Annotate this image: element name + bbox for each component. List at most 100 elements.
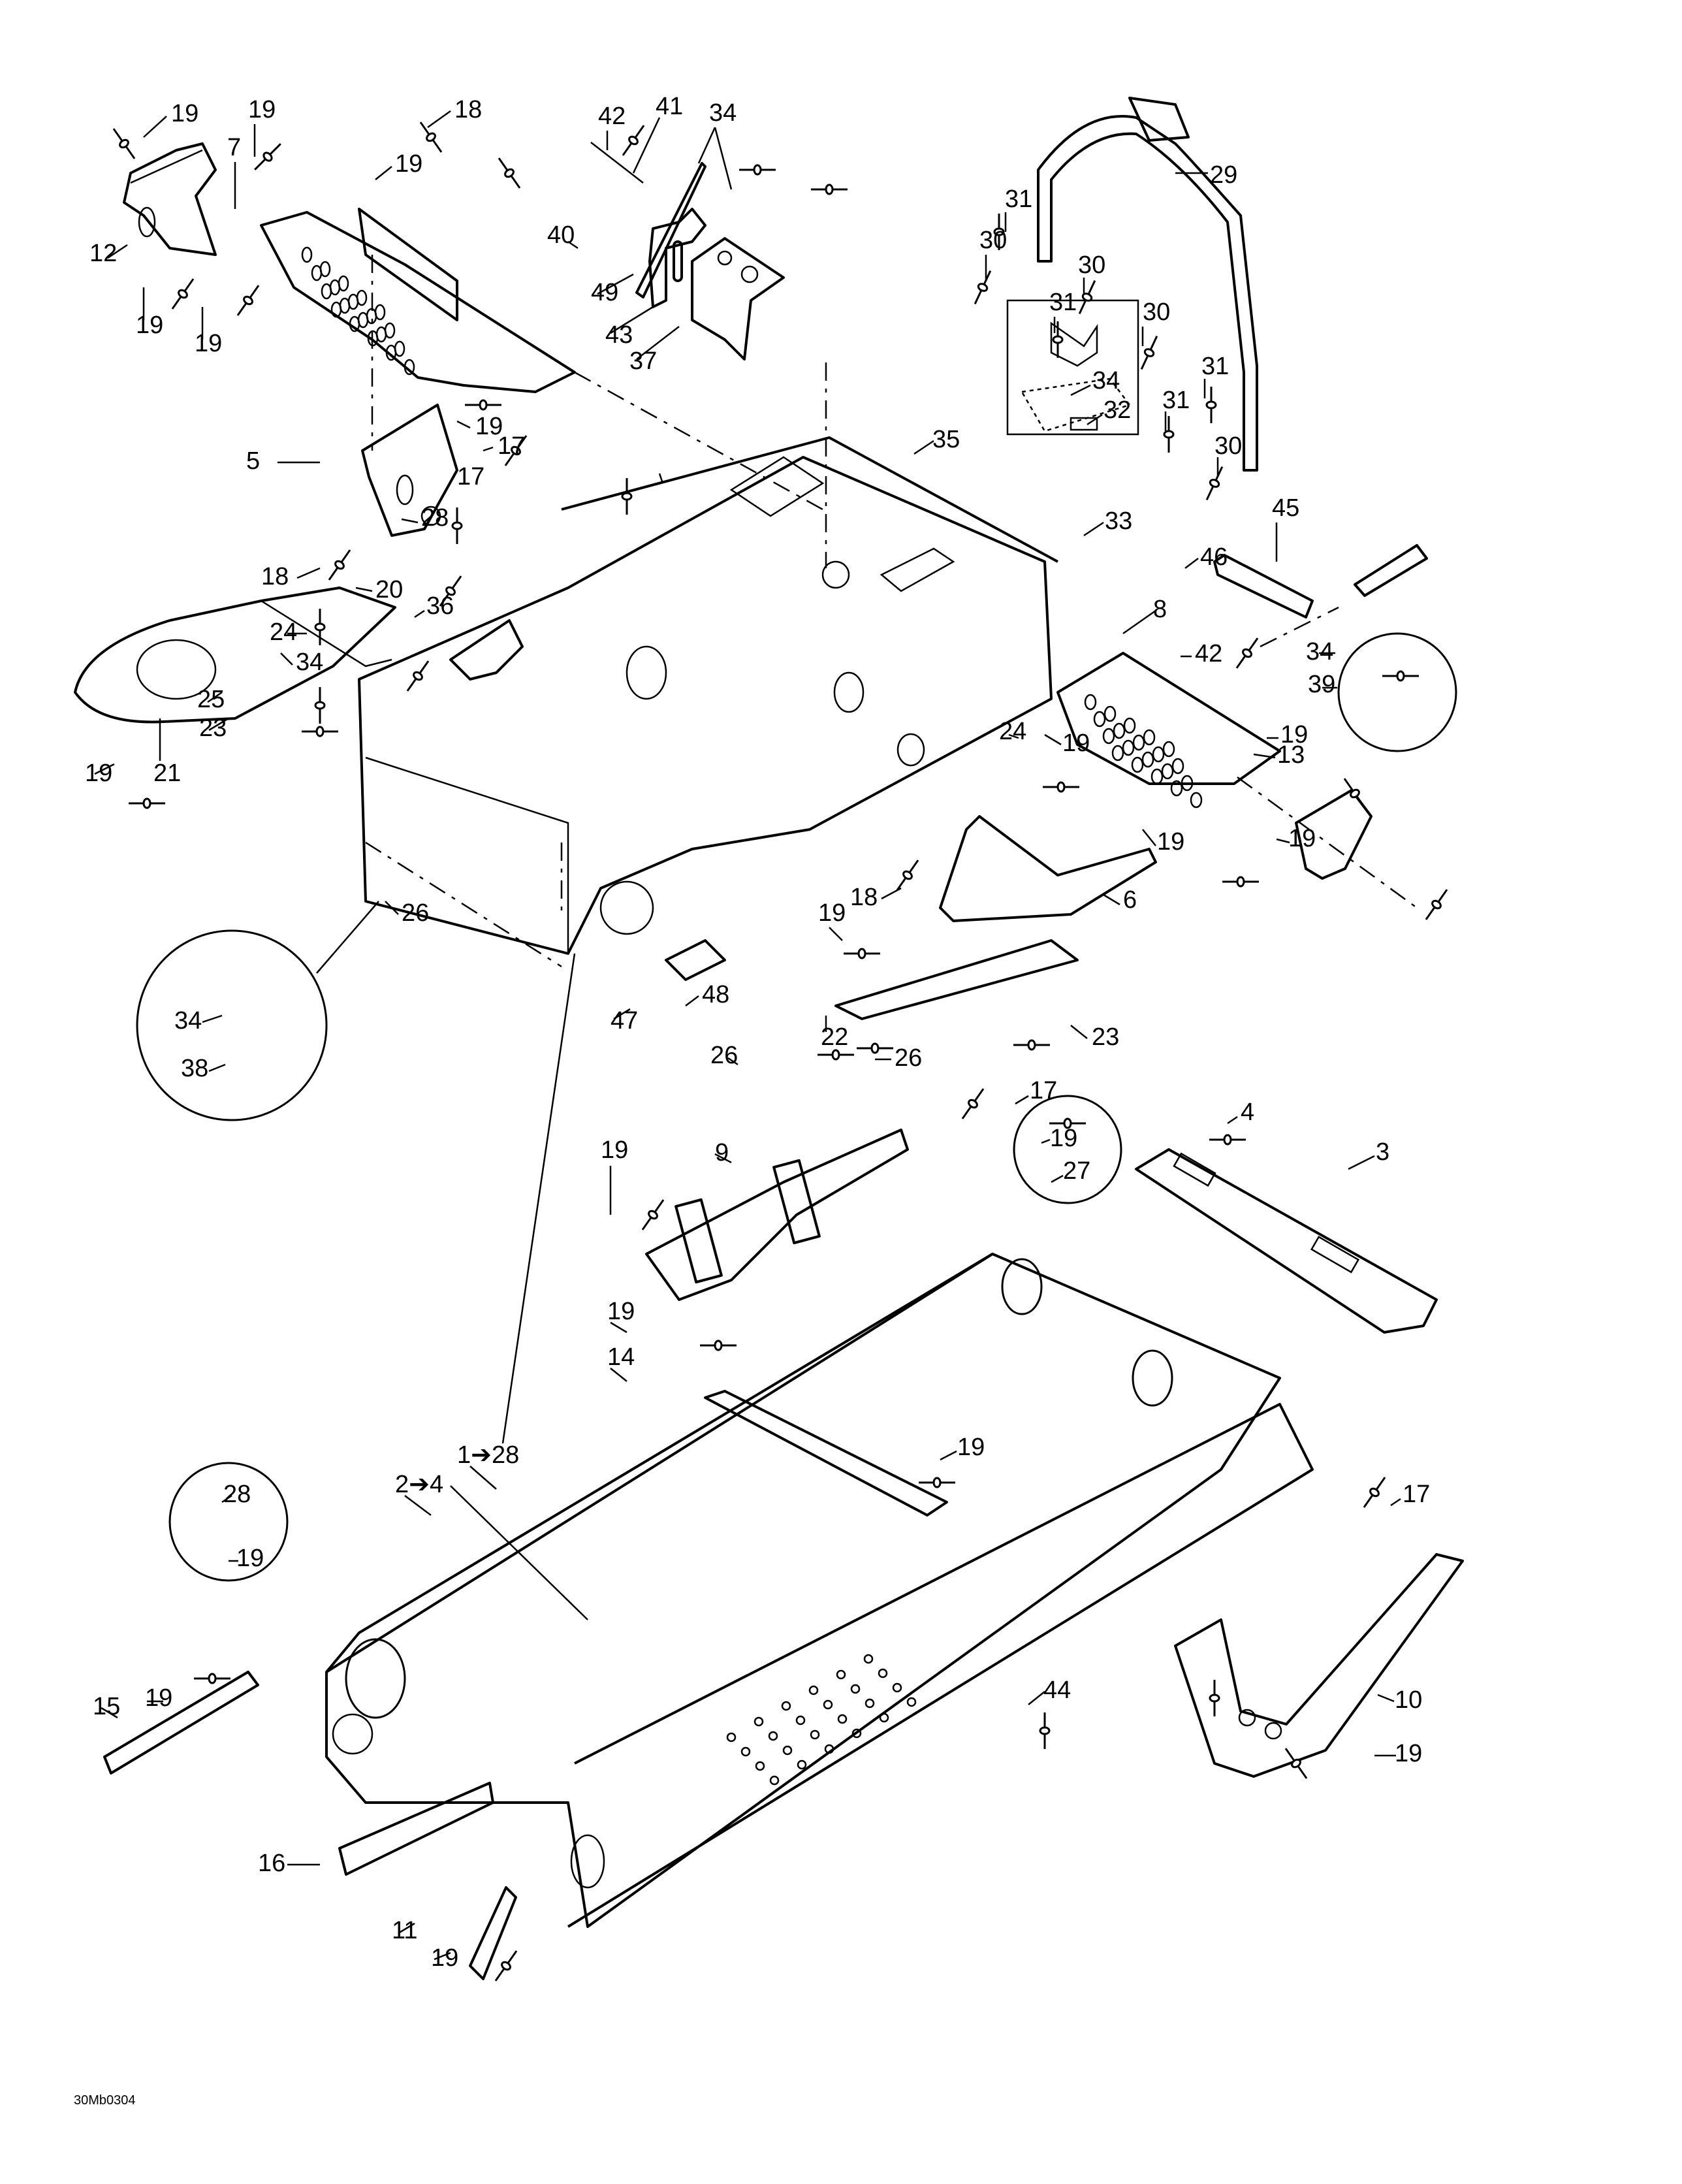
perforation-hole bbox=[301, 246, 313, 263]
perforation-hole bbox=[837, 1714, 848, 1724]
rivet-icon bbox=[328, 549, 351, 581]
callout-c53: 18 bbox=[850, 884, 878, 911]
part-12-bracket bbox=[123, 142, 217, 256]
rivet-icon bbox=[1049, 1117, 1086, 1129]
leader-line bbox=[483, 446, 494, 452]
leader-line bbox=[1103, 893, 1120, 906]
part-16-angle bbox=[338, 1782, 494, 1876]
callout-c31: 5 bbox=[246, 447, 260, 475]
callout-c78: 2➔4 bbox=[395, 1471, 443, 1498]
callout-c56: 6 bbox=[1123, 886, 1137, 914]
callout-c4: 7 bbox=[227, 134, 241, 161]
leader-line bbox=[101, 1707, 118, 1719]
leader-line bbox=[610, 1321, 627, 1334]
callout-c16: 29 bbox=[1210, 161, 1237, 189]
leader-line bbox=[1142, 829, 1156, 846]
rivet-icon bbox=[700, 1340, 737, 1351]
leader-line bbox=[296, 567, 321, 579]
callout-c35: 35 bbox=[932, 426, 960, 453]
callout-c20: 31 bbox=[1049, 289, 1077, 316]
callout-c70: 19 bbox=[1050, 1125, 1077, 1152]
callout-c46: 42 bbox=[1195, 640, 1222, 667]
rivet-icon bbox=[857, 1042, 893, 1054]
callout-c74: 19 bbox=[607, 1298, 635, 1325]
leader-line bbox=[1008, 733, 1019, 739]
leader-line bbox=[355, 586, 373, 592]
perforation-hole bbox=[1162, 741, 1175, 758]
rivet-icon bbox=[1140, 335, 1158, 370]
perforation-hole bbox=[769, 1775, 780, 1786]
leader-line bbox=[610, 306, 654, 334]
perforation-hole bbox=[782, 1745, 793, 1756]
perforation-hole bbox=[755, 1761, 765, 1771]
perforation-hole bbox=[1152, 746, 1165, 763]
callout-c65: 26 bbox=[710, 1042, 738, 1069]
leader-line bbox=[1083, 521, 1104, 537]
part-46-bracket bbox=[1213, 554, 1314, 618]
callout-c75: 14 bbox=[607, 1343, 635, 1371]
rear-tunnel bbox=[325, 1253, 1314, 1928]
rivet-icon bbox=[1425, 889, 1448, 920]
part-10-bracket bbox=[1174, 1553, 1464, 1778]
callout-c66: 26 bbox=[895, 1044, 922, 1072]
callout-c58: 26 bbox=[402, 899, 429, 927]
perforation-hole bbox=[810, 1729, 820, 1740]
rivet-icon bbox=[1039, 1712, 1051, 1749]
callout-c40: 34 bbox=[296, 649, 323, 676]
leader-line bbox=[208, 1063, 226, 1072]
perforation-hole bbox=[824, 1744, 834, 1754]
rivet-icon bbox=[896, 859, 919, 891]
rivet-icon bbox=[1343, 778, 1367, 809]
callout-c60: 38 bbox=[181, 1055, 208, 1082]
callout-c38: 24 bbox=[270, 618, 297, 646]
rivet-icon bbox=[112, 128, 136, 159]
callout-c32: 17 bbox=[498, 432, 525, 460]
callout-c81: 17 bbox=[1403, 1481, 1430, 1508]
part-49-clip bbox=[673, 240, 683, 282]
perforation-hole bbox=[1161, 763, 1174, 780]
callout-c24: 30 bbox=[1214, 432, 1242, 460]
callout-c57: 19 bbox=[818, 899, 846, 927]
leader-line bbox=[1253, 753, 1276, 759]
inset-box bbox=[1006, 299, 1139, 436]
leader-line bbox=[727, 1057, 738, 1066]
callout-c33: 17 bbox=[457, 463, 484, 490]
rivet-icon bbox=[451, 507, 463, 544]
callout-c14: 43 bbox=[605, 321, 633, 349]
leader-line bbox=[913, 440, 934, 455]
callout-leaders bbox=[94, 110, 1401, 1961]
rivet-icon bbox=[494, 1950, 518, 1982]
leader-line bbox=[456, 420, 471, 429]
leader-line bbox=[450, 1485, 588, 1620]
callout-c21: 30 bbox=[1143, 298, 1170, 326]
part-45-clip bbox=[1354, 544, 1428, 597]
leader-line bbox=[1070, 384, 1091, 396]
leader-line bbox=[385, 901, 399, 915]
leader-line bbox=[143, 116, 167, 138]
leader-line bbox=[1276, 838, 1290, 844]
callout-c39: 36 bbox=[426, 592, 454, 620]
leader-line bbox=[658, 473, 664, 484]
detail-circle-34-38 bbox=[136, 929, 328, 1121]
leader-line bbox=[401, 518, 419, 524]
leader-line bbox=[107, 244, 128, 259]
callout-c28: 45 bbox=[1272, 494, 1299, 522]
leader-line bbox=[1044, 733, 1062, 746]
callout-c67: 17 bbox=[1030, 1077, 1057, 1104]
rivet-icon bbox=[974, 270, 992, 305]
callout-c83: 44 bbox=[1043, 1677, 1071, 1704]
perforation-hole bbox=[311, 265, 323, 281]
callout-c63: 22 bbox=[821, 1023, 848, 1051]
callout-c54: 19 bbox=[1157, 828, 1184, 856]
callout-c23: 31 bbox=[1162, 387, 1190, 414]
reference-code: 30Mb0304 bbox=[74, 2093, 136, 2108]
callout-c22: 31 bbox=[1201, 353, 1229, 380]
leader-line bbox=[610, 1368, 627, 1382]
callout-c9: 42 bbox=[598, 103, 626, 130]
callout-c36: 18 bbox=[261, 563, 289, 590]
callout-c1: 19 bbox=[171, 100, 198, 127]
callout-c64: 23 bbox=[1092, 1023, 1119, 1051]
callout-c82: 19 bbox=[145, 1684, 172, 1712]
callout-c3: 18 bbox=[454, 96, 482, 123]
callout-c42: 23 bbox=[199, 715, 227, 742]
